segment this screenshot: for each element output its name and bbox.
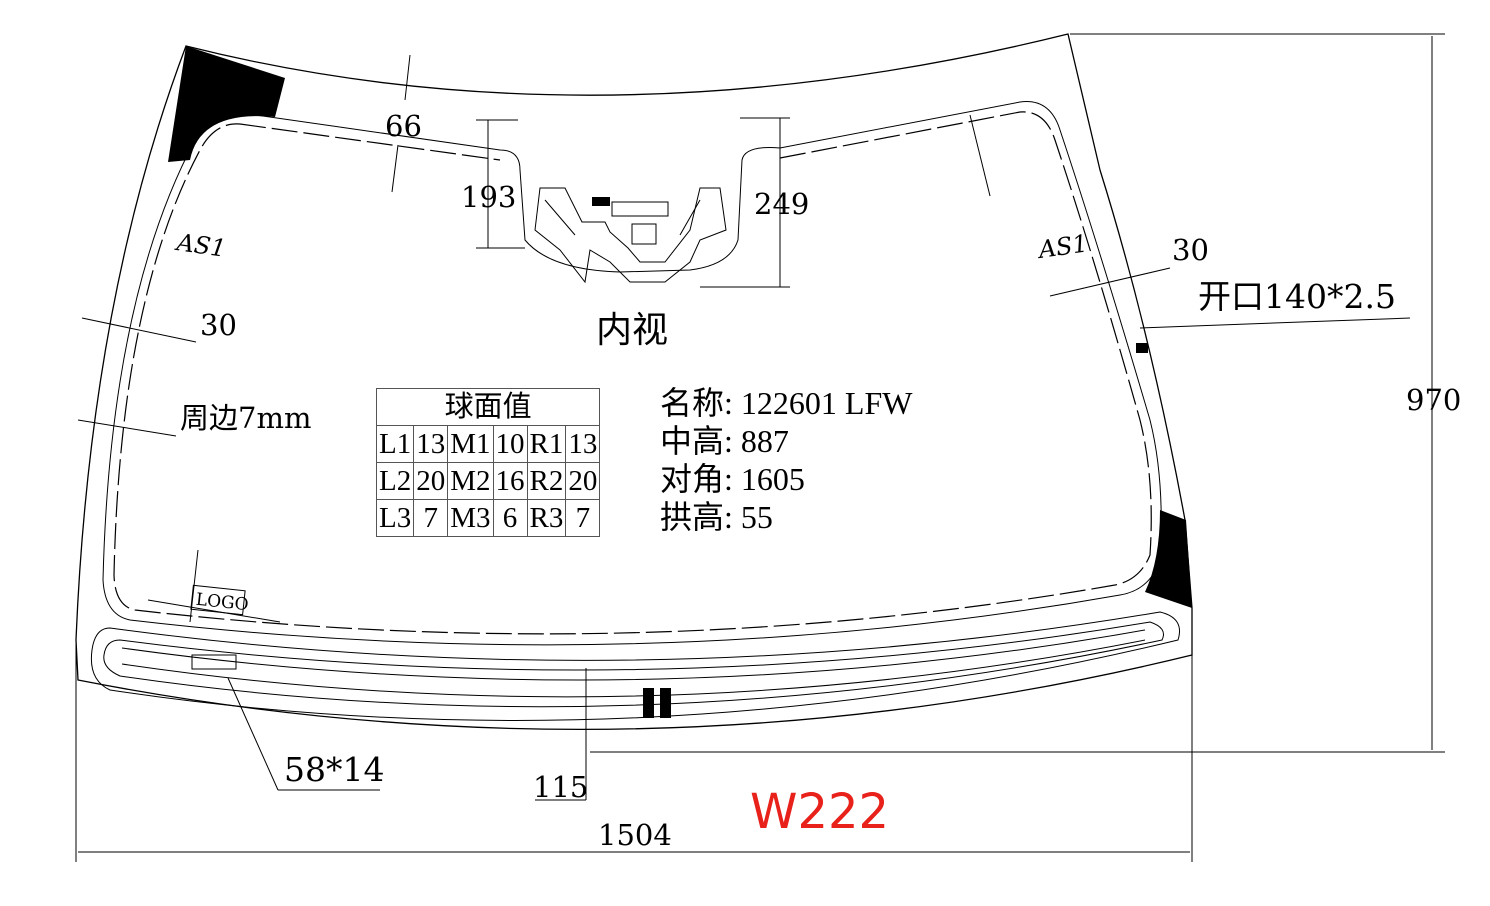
- as1-left: AS1: [173, 228, 227, 263]
- heating-band: [90, 611, 1180, 721]
- spec-name: 名称: 122601 LFW: [660, 385, 913, 421]
- spec-arch-height: 拱高: 55: [660, 499, 773, 535]
- dim-66: 66: [385, 109, 422, 143]
- sensor-bracket: [534, 187, 727, 284]
- dim-58x14: 58*14: [284, 750, 384, 789]
- table-title: 球面值: [375, 388, 601, 426]
- glass-outline: [75, 33, 1193, 731]
- dim-30-right: 30: [1172, 233, 1209, 267]
- sensor-mark: [592, 197, 610, 206]
- logo-box: LOGO: [190, 584, 250, 616]
- dotted-line: [113, 111, 1152, 635]
- dim-249: 249: [754, 187, 809, 221]
- dim-30-left: 30: [200, 308, 237, 342]
- svg-text:LOGO: LOGO: [195, 590, 250, 615]
- spec-center-height: 中高: 887: [660, 423, 789, 459]
- spec-info: 名称: 122601 LFW 中高: 887 对角: 1605 拱高: 55: [660, 384, 912, 536]
- view-label: 内视: [596, 310, 668, 351]
- edge-note: 周边7mm: [180, 401, 311, 435]
- model-code: W222: [750, 784, 890, 840]
- as1-right: AS1: [1035, 229, 1089, 264]
- spec-diagonal: 对角: 1605: [660, 461, 805, 497]
- inner-outline: [102, 101, 1162, 646]
- opening-note: 开口140*2.5: [1198, 277, 1396, 316]
- dim-193: 193: [461, 180, 516, 214]
- black-corner-bottom-right: [1145, 510, 1192, 608]
- pad-58x14: [191, 654, 237, 670]
- dim-115: 115: [533, 770, 588, 804]
- dim-970: 970: [1406, 383, 1461, 417]
- black-corner-top-left: [168, 46, 285, 162]
- dimension-lines: [75, 33, 1445, 862]
- dim-1504: 1504: [598, 818, 672, 852]
- opening-mark: [1136, 343, 1148, 353]
- connector-mark: [643, 688, 654, 718]
